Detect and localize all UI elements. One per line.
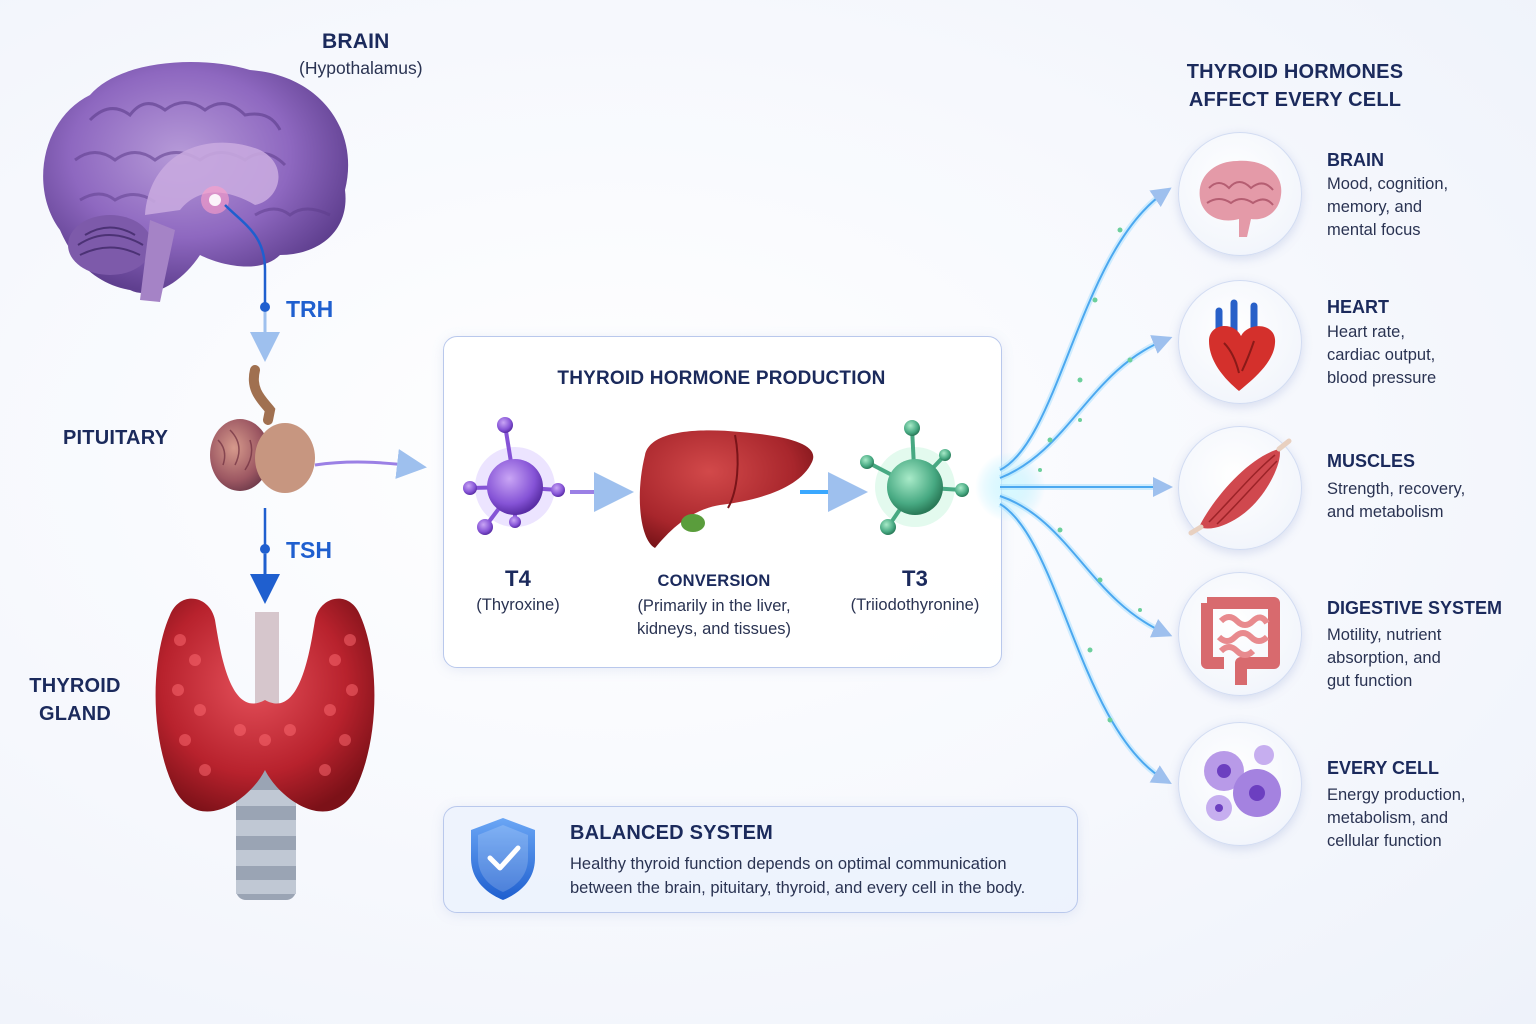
trh-pathway-line: [224, 204, 267, 305]
balanced-system-title: BALANCED SYSTEM: [570, 822, 774, 844]
conversion-title: CONVERSION: [657, 572, 771, 590]
tsh-label: TSH: [286, 537, 332, 563]
thyroid-gland-illustration: [155, 598, 375, 900]
organ-cells-desc: Energy production, metabolism, and cellu…: [1327, 786, 1466, 850]
brain-subtitle: (Hypothalamus): [299, 58, 423, 78]
trh-label: TRH: [286, 296, 334, 322]
hypothalamus-brain-illustration: [43, 62, 349, 302]
intestine-icon: [1201, 597, 1280, 685]
hormone-signal-paths: [975, 187, 1173, 785]
muscle-icon: [1188, 438, 1292, 536]
organ-cells-circle: [1178, 722, 1302, 846]
t3-label-group: T3 (Triiodothyronine): [835, 566, 995, 615]
thyroid-label-line1: THYROID: [29, 675, 121, 697]
t4-molecule-icon: [463, 417, 565, 535]
t3-label: T3: [901, 566, 929, 591]
thyroid-gland-label: THYROID GLAND: [20, 672, 130, 728]
organ-heart-title: HEART: [1327, 297, 1389, 317]
t3-molecule-icon: [860, 420, 969, 535]
pituitary-label: PITUITARY: [63, 427, 169, 449]
balanced-line2: between the brain, pituitary, thyroid, a…: [570, 879, 1026, 897]
tsh-node: [260, 544, 270, 554]
t4-label-group: T4 (Thyroxine): [448, 566, 588, 615]
organ-heart-circle: [1178, 280, 1302, 404]
organ-muscle-title: MUSCLES: [1327, 451, 1416, 471]
balanced-system-text: Healthy thyroid function depends on opti…: [570, 852, 1070, 900]
organ-digestive-desc: Motility, nutrient absorption, and gut f…: [1327, 626, 1442, 690]
hormone-particles: [1038, 227, 1142, 723]
organ-brain-title: BRAIN: [1327, 150, 1384, 170]
brain-icon: [1199, 160, 1282, 237]
conversion-sub-line2: kidneys, and tissues): [636, 620, 792, 638]
production-title: THYROID HORMONE PRODUCTION: [557, 368, 886, 389]
pituitary-to-production-arrow: [314, 449, 427, 479]
brain-title: BRAIN: [322, 30, 390, 53]
organ-muscle-circle: [1178, 426, 1302, 550]
t4-subtitle: (Thyroxine): [476, 596, 560, 614]
pituitary-illustration: [210, 365, 315, 493]
conversion-subtitle: (Primarily in the liver, kidneys, and ti…: [608, 595, 820, 641]
conversion-sub-line1: (Primarily in the liver,: [637, 597, 791, 615]
t4-label: T4: [504, 566, 532, 591]
effects-heading: THYROID HORMONES AFFECT EVERY CELL: [1160, 58, 1430, 114]
cells-icon: [1204, 745, 1281, 821]
organ-cells-title: EVERY CELL: [1327, 758, 1440, 778]
organ-brain-circle: [1178, 132, 1302, 256]
organ-heart-desc: Heart rate, cardiac output, blood pressu…: [1327, 323, 1437, 387]
organ-digestive-circle: [1178, 572, 1302, 696]
heart-icon: [1209, 299, 1276, 391]
organ-muscle-desc: Strength, recovery, and metabolism: [1327, 480, 1466, 521]
shield-check-icon: [471, 818, 535, 900]
thyroid-label-line2: GLAND: [38, 703, 112, 725]
effects-heading-line2: AFFECT EVERY CELL: [1188, 89, 1402, 111]
balanced-line1: Healthy thyroid function depends on opti…: [570, 855, 1007, 873]
trh-node: [260, 302, 270, 312]
conversion-label-group: CONVERSION (Primarily in the liver, kidn…: [608, 572, 820, 641]
liver-icon: [639, 430, 814, 548]
organ-digestive-title: DIGESTIVE SYSTEM: [1327, 598, 1503, 618]
organ-brain-desc: Mood, cognition, memory, and mental focu…: [1327, 175, 1449, 239]
t3-subtitle: (Triiodothyronine): [850, 596, 980, 614]
effects-heading-line1: THYROID HORMONES: [1186, 61, 1404, 83]
